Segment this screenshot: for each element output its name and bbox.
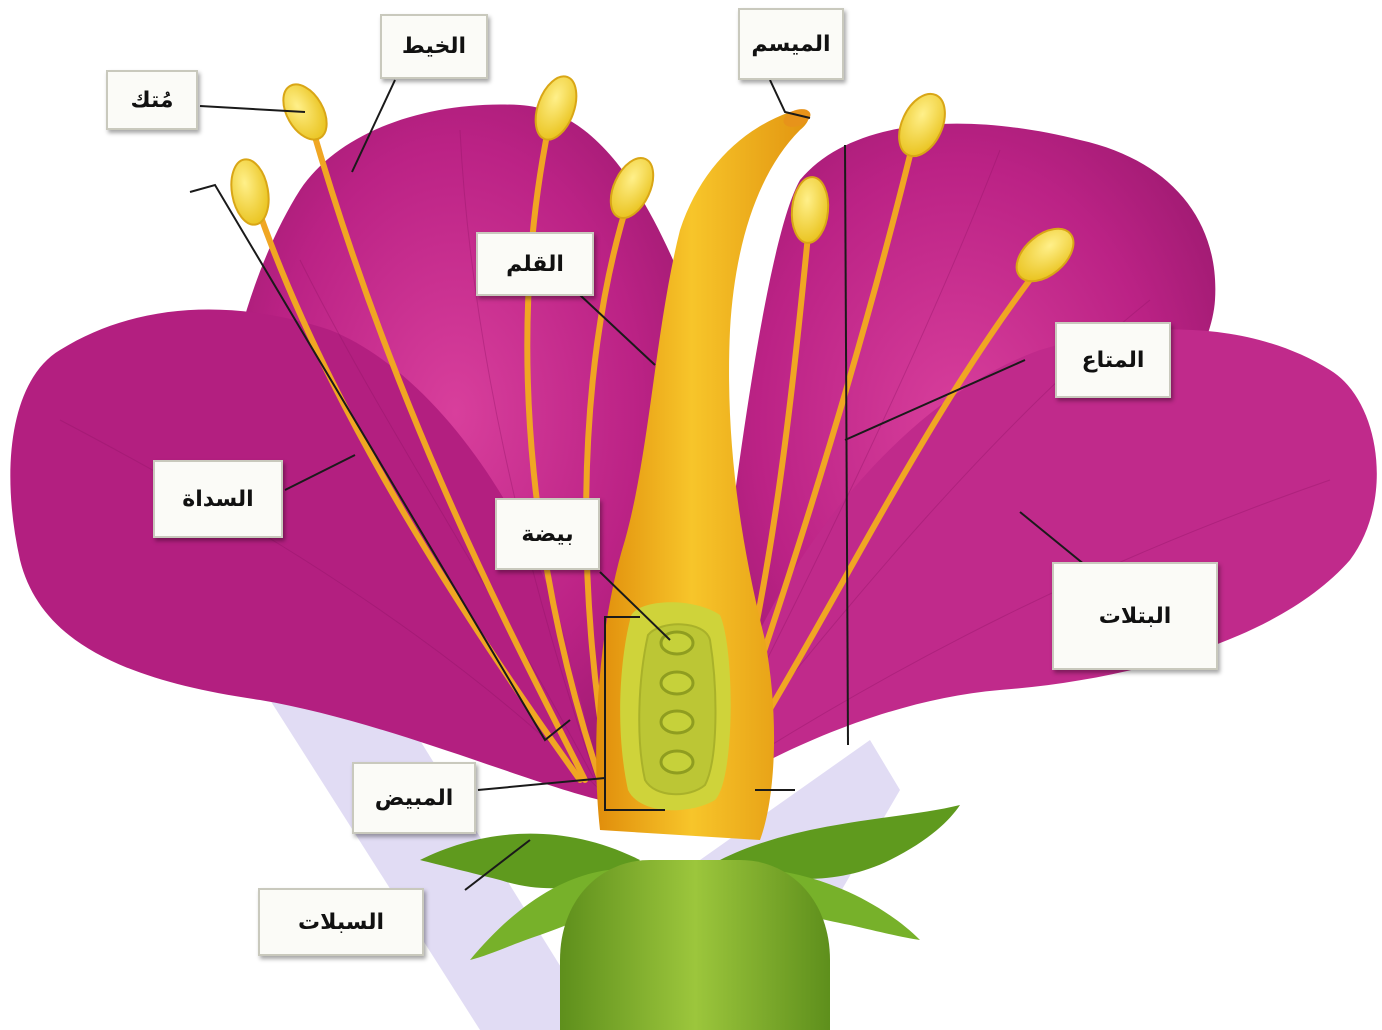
label-stamen: المتاع: [1055, 322, 1171, 398]
label-ovule: بيضة: [495, 498, 600, 570]
label-stigma: الميسم: [738, 8, 844, 80]
ovule: [661, 672, 693, 694]
label-pistil: السداة: [153, 460, 283, 538]
label-anther: مُتك: [106, 70, 198, 130]
label-ovary: المبيض: [352, 762, 476, 834]
label-filament: الخيط: [380, 14, 488, 79]
label-style: القلم: [476, 232, 594, 296]
ovule: [661, 711, 693, 733]
label-sepals: السبلات: [258, 888, 424, 956]
stem: [560, 860, 830, 1030]
ovule: [661, 751, 693, 773]
label-petals: البتلات: [1052, 562, 1218, 670]
